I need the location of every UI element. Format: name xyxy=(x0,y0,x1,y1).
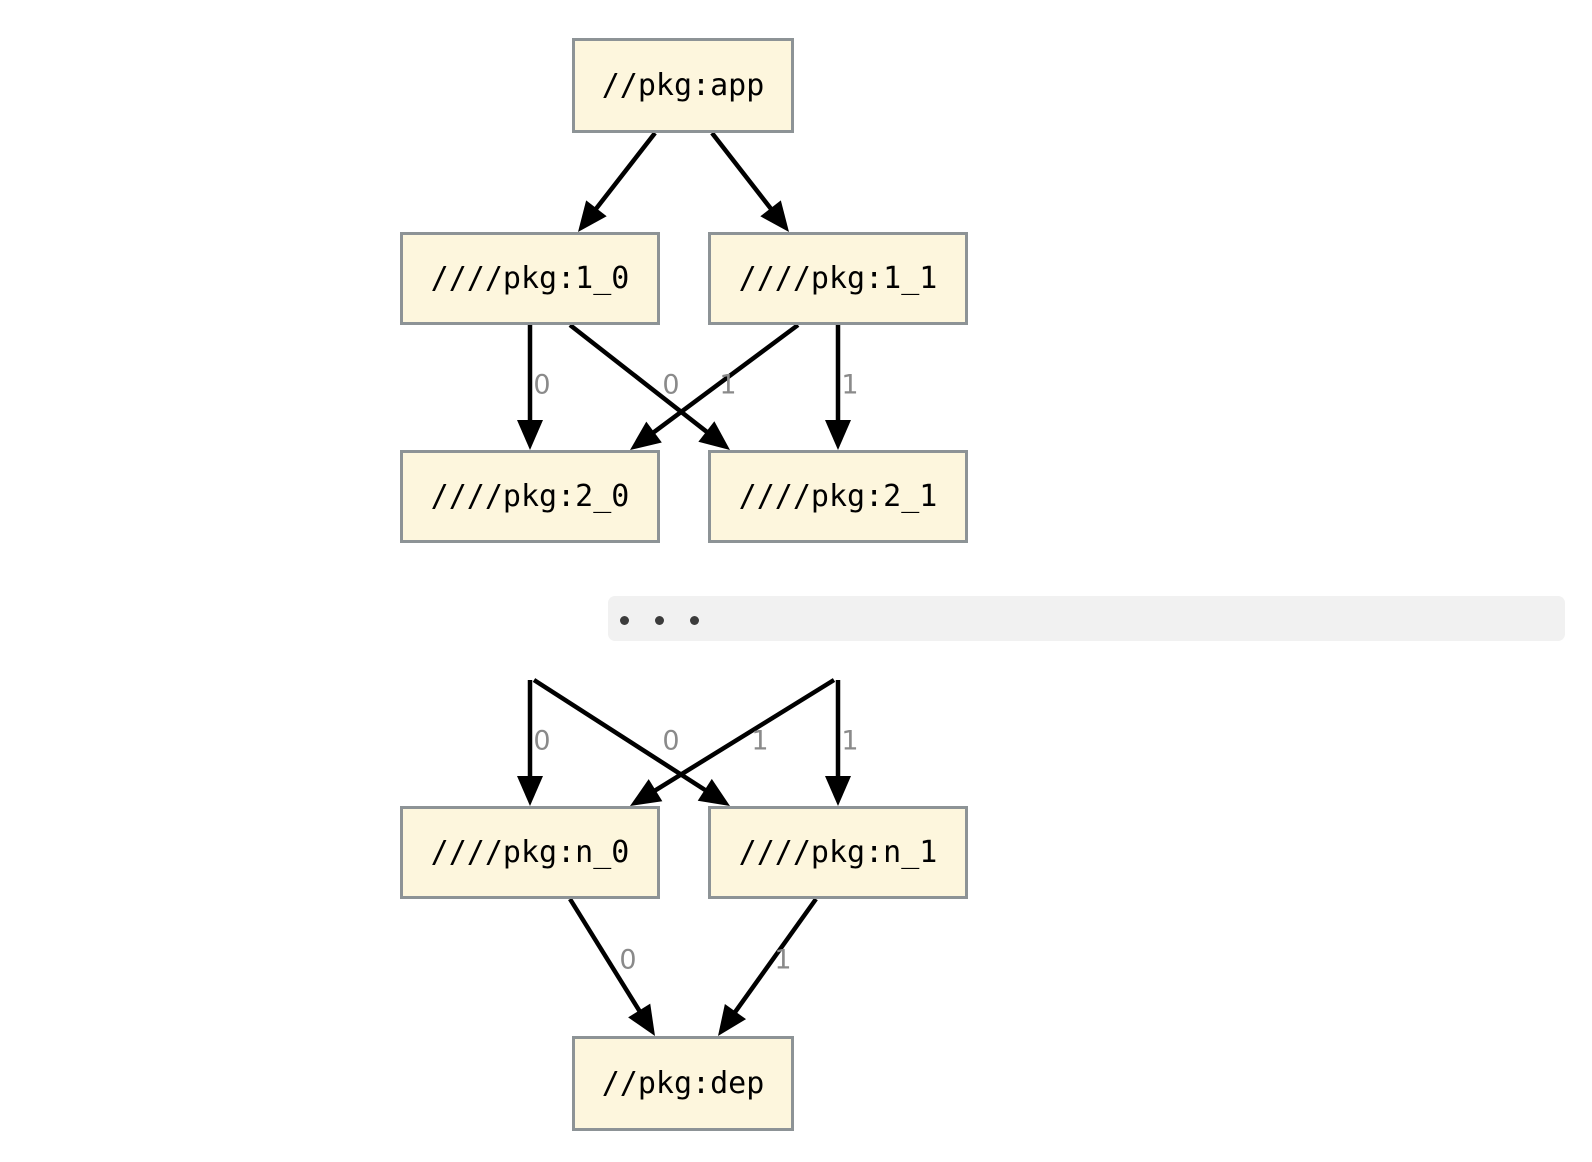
node-label: ////pkg:2_1 xyxy=(739,479,938,514)
edge-line-n1_1-to-n2_0 xyxy=(646,323,800,439)
edge-arrowhead-n1_0-to-n2_1 xyxy=(698,421,730,450)
edge-line-ellipsis-to-nn_0 xyxy=(647,678,836,797)
edge-arrowhead-app-to-n1_1 xyxy=(760,200,789,232)
ellipsis-dots xyxy=(620,616,699,625)
edge-arrowhead-ellipsis-to-nn_0 xyxy=(517,776,543,806)
node-box xyxy=(400,450,660,543)
node-box xyxy=(708,450,968,543)
edge-label: 1 xyxy=(774,945,791,976)
node-label: ////pkg:n_1 xyxy=(739,835,938,870)
edge-line-n1_0-to-n2_1 xyxy=(568,323,715,439)
edge-label: 1 xyxy=(751,726,768,757)
edge-label: 0 xyxy=(533,370,550,401)
edge-label: 0 xyxy=(619,945,636,976)
edge-label: 0 xyxy=(662,726,679,757)
graph-node-app[interactable]: //pkg:app xyxy=(572,38,794,133)
edge-line-ellipsis-to-nn_1 xyxy=(532,678,713,796)
edge-line-app-to-n1_0 xyxy=(589,131,657,217)
edge-arrowhead-ellipsis-to-nn_1 xyxy=(697,778,730,806)
edge-arrowhead-n1_0-to-n2_0 xyxy=(517,420,543,450)
node-label: ////pkg:1_1 xyxy=(739,261,938,296)
ellipsis-dot xyxy=(690,616,699,625)
edge-label-layer: 0 0 1 1 0 0 1 1 0 1 xyxy=(533,370,858,976)
graph-node-n1_1[interactable]: ////pkg:1_1 xyxy=(708,232,968,325)
edge-label: 1 xyxy=(719,370,736,401)
node-box xyxy=(708,806,968,899)
edge-arrowhead-ellipsis-to-nn_1 xyxy=(825,776,851,806)
node-box xyxy=(708,232,968,325)
edge-arrowhead-nn_1-to-dep xyxy=(718,1004,747,1036)
node-label: ////pkg:1_0 xyxy=(431,261,630,296)
graph-node-n2_0[interactable]: ////pkg:2_0 xyxy=(400,450,660,543)
edge-arrowhead-app-to-n1_0 xyxy=(578,200,607,232)
edge-label: 1 xyxy=(841,726,858,757)
ellipsis-dot xyxy=(655,616,664,625)
graph-node-n2_1[interactable]: ////pkg:2_1 xyxy=(708,450,968,543)
node-label: ////pkg:n_0 xyxy=(431,835,630,870)
graph-node-nn_1[interactable]: ////pkg:n_1 xyxy=(708,806,968,899)
graph-node-nn_0[interactable]: ////pkg:n_0 xyxy=(400,806,660,899)
edge-line-nn_0-to-dep xyxy=(568,897,646,1019)
ellipsis-band xyxy=(608,596,1565,641)
edge-layer xyxy=(517,131,851,1036)
node-label: //pkg:app xyxy=(602,68,765,103)
edge-label: 0 xyxy=(533,726,550,757)
ellipsis-dot xyxy=(620,616,629,625)
edge-line-nn_1-to-dep xyxy=(728,897,818,1020)
node-label: //pkg:dep xyxy=(602,1066,765,1101)
edge-arrowhead-nn_0-to-dep xyxy=(628,1003,655,1036)
node-box xyxy=(572,38,794,133)
graph-node-n1_0[interactable]: ////pkg:1_0 xyxy=(400,232,660,325)
graph-node-dep[interactable]: //pkg:dep xyxy=(572,1036,794,1131)
edge-arrowhead-n1_1-to-n2_0 xyxy=(630,421,662,450)
node-box xyxy=(572,1036,794,1131)
edge-arrowhead-ellipsis-to-nn_0 xyxy=(630,779,663,806)
node-label: ////pkg:2_0 xyxy=(431,479,630,514)
node-box xyxy=(400,806,660,899)
node-box xyxy=(400,232,660,325)
edge-label: 1 xyxy=(841,370,858,401)
edge-arrowhead-n1_1-to-n2_1 xyxy=(825,420,851,450)
edge-label: 0 xyxy=(662,370,679,401)
edge-line-app-to-n1_1 xyxy=(710,131,778,217)
node-layer: //pkg:app ////pkg:1_0 ////pkg:1_1 ////pkg:2… xyxy=(400,38,968,1131)
